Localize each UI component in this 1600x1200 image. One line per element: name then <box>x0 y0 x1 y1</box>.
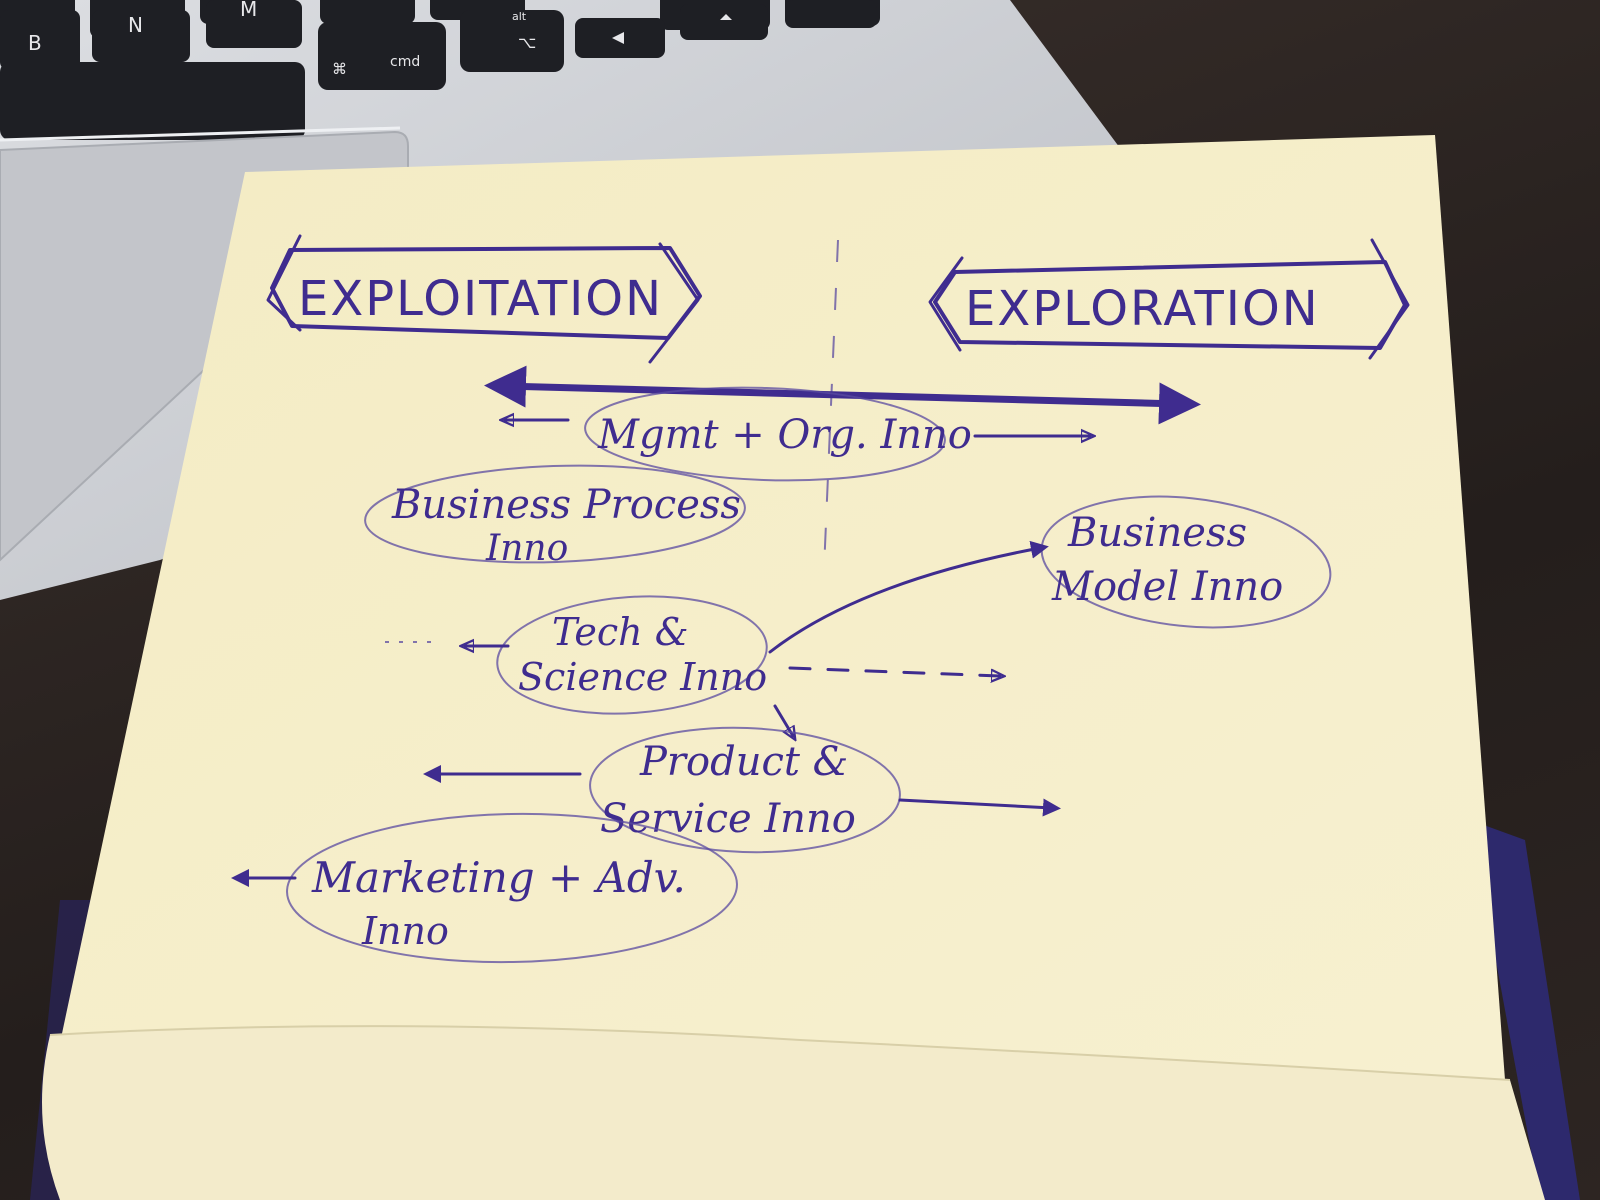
node-tech-science-inno: Tech & Science Inno <box>385 540 1049 736</box>
node-business-process-inno: Business Process Inno <box>364 464 746 569</box>
node-business-model-inno: Business Model Inno <box>1040 495 1332 629</box>
key-cmd-symbol: ⌘ <box>332 60 347 78</box>
key-space <box>0 62 305 140</box>
header-exploitation: EXPLOITATION <box>266 234 702 364</box>
key-cmd <box>318 22 446 90</box>
key-b-label: B <box>28 31 42 55</box>
exploration-title: EXPLORATION <box>965 281 1320 337</box>
marketing-ellipse <box>286 812 738 964</box>
marketing-label-line1: Marketing + Adv. <box>311 853 686 902</box>
business-process-ellipse <box>364 464 746 564</box>
product-service-ellipse <box>589 726 901 854</box>
business-process-label-line1: Business Process <box>391 482 741 528</box>
marketing-label-line2: Inno <box>361 909 449 953</box>
mgmt-org-label: Mgmt + Org. Inno <box>597 412 972 458</box>
business-process-label-line2: Inno <box>485 528 568 569</box>
node-marketing-adv-inno: Marketing + Adv. Inno <box>231 812 738 964</box>
key-n-label: N <box>128 13 143 37</box>
key-cmd-label: cmd <box>390 54 420 70</box>
notebook-cover <box>1470 820 1580 1200</box>
tech-science-label-line2: Science Inno <box>518 655 767 699</box>
paper-sheet <box>50 135 1505 1090</box>
key-option-symbol: ⌥ <box>518 33 536 52</box>
tech-science-ellipse <box>496 595 768 715</box>
exploitation-title: EXPLOITATION <box>298 271 663 327</box>
exploration-left-cap <box>928 256 964 352</box>
node-product-service-inno: Product & Service Inno <box>423 726 1061 854</box>
key-alt <box>460 10 564 72</box>
key-b <box>0 10 80 70</box>
key-m-label: M <box>240 0 257 21</box>
keyboard: B N M ⌘ cmd alt ⌥ <box>0 0 880 140</box>
tech-science-label-line1: Tech & <box>552 610 689 654</box>
key-m <box>206 0 302 48</box>
node-mgmt-org-inno: Mgmt + Org. Inno <box>505 386 1090 482</box>
mgmt-org-ellipse <box>584 386 946 482</box>
business-model-label-line1: Business <box>1067 510 1247 556</box>
paper-fold <box>42 1026 1545 1200</box>
key-n <box>92 10 190 62</box>
product-service-label-line1: Product & <box>639 739 848 785</box>
key-up-down <box>680 4 768 40</box>
business-model-label-line2: Model Inno <box>1051 564 1283 610</box>
tech-to-business-model-arrow <box>768 540 1049 654</box>
key-right <box>785 0 877 28</box>
exploitation-left-cap <box>266 234 302 332</box>
key-alt-label: alt <box>512 10 527 23</box>
product-right-arrow <box>898 798 1061 817</box>
exploitation-right-cap <box>648 242 700 364</box>
left-arrow-icon <box>612 32 624 44</box>
product-service-label-line2: Service Inno <box>600 796 856 842</box>
up-arrow-icon <box>720 14 732 20</box>
header-exploration: EXPLORATION <box>928 238 1410 360</box>
exploration-right-cap <box>1368 238 1410 360</box>
